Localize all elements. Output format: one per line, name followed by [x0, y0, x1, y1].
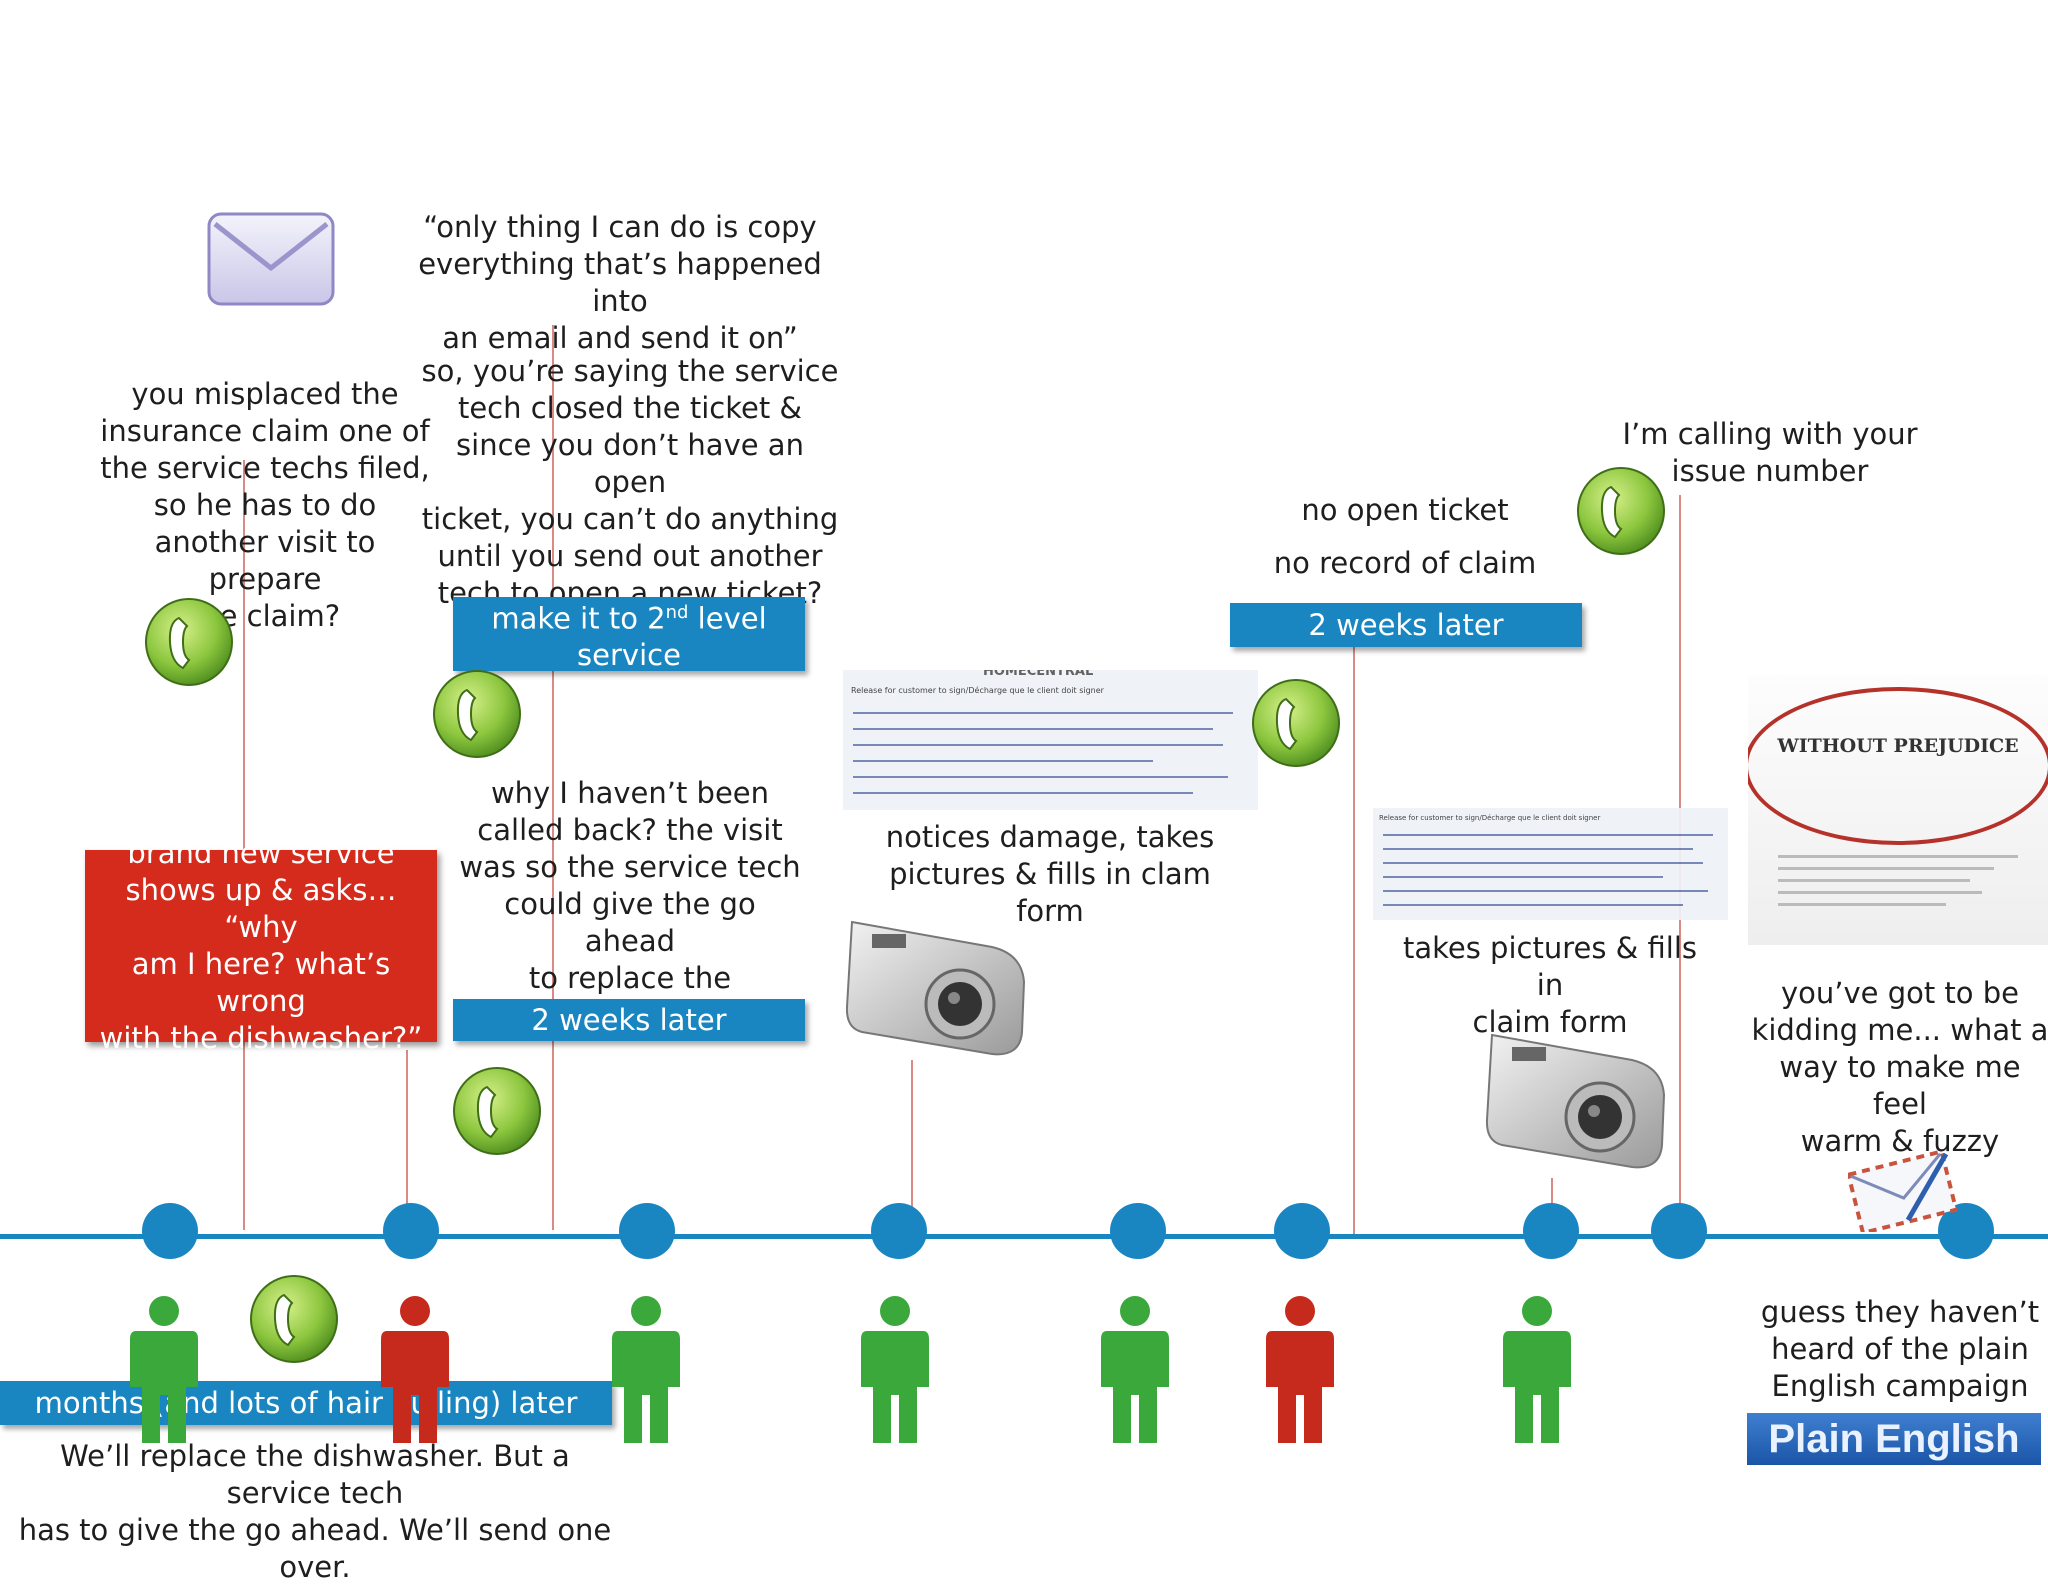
quote-closed-ticket: so, you’re saying the service tech close…	[421, 354, 839, 610]
quote-plain-english-campaign: guess they haven’t heard of the plain En…	[1760, 1295, 2040, 1403]
phone-icon	[453, 1067, 541, 1155]
connector-line	[243, 460, 245, 1230]
camera-icon	[1485, 1033, 1666, 1169]
status-no-open-ticket: no open ticket	[1301, 493, 1509, 527]
second-level-text: make it to 2nd level service	[491, 601, 767, 673]
claim-form-image-2: Release for customer to sign/Décharge qu…	[1373, 808, 1728, 920]
person-icon-green	[130, 1296, 198, 1443]
timeline-node	[1938, 1203, 1994, 1259]
person-icon-green	[1503, 1296, 1571, 1443]
quote-why-not-called: why I haven’t been called back? the visi…	[459, 776, 801, 1032]
second-level-banner: make it to 2nd level service	[453, 597, 805, 672]
form-line-label-2: Release for customer to sign/Décharge qu…	[1379, 814, 1601, 822]
phone-icon	[250, 1275, 338, 1363]
quote-replace-dishwasher: We’ll replace the dishwasher. But a serv…	[18, 1439, 612, 1584]
form-heading: HOMECENTRAL	[983, 670, 1094, 679]
timeline-node	[1651, 1203, 1707, 1259]
timeline-node	[383, 1203, 439, 1259]
timeline-node	[1110, 1203, 1166, 1259]
status-no-record: no record of claim	[1273, 546, 1537, 580]
letter-lines	[1778, 855, 2018, 915]
airmail-envelope-icon	[1848, 1150, 1958, 1232]
phone-icon	[433, 670, 521, 758]
without-prejudice-letter: WITHOUT PREJUDICE	[1748, 675, 2048, 945]
phone-icon	[145, 598, 233, 686]
person-icon-green	[612, 1296, 680, 1443]
months-later-banner: months (and lots of hair pulling) later	[0, 1381, 612, 1425]
two-weeks-later-banner-2: 2 weeks later	[1230, 603, 1582, 647]
connector-line	[1353, 645, 1355, 1235]
connector-line	[406, 1050, 408, 1230]
camera-icon	[845, 920, 1026, 1056]
envelope-icon	[207, 212, 335, 306]
plain-english-logo-text: Plain English	[1768, 1417, 2020, 1461]
connector-line	[552, 325, 554, 1230]
timeline-node	[1274, 1203, 1330, 1259]
timeline-node	[619, 1203, 675, 1259]
timeline-node	[1523, 1203, 1579, 1259]
brand-new-service-box: brand new service shows up & asks… “why …	[85, 836, 437, 1055]
quote-misplaced-claim: you misplaced the insurance claim one of…	[100, 377, 430, 633]
claim-form-image: HOMECENTRAL Release for customer to sign…	[843, 670, 1258, 810]
phone-icon	[1252, 679, 1340, 767]
quote-copy-email: “only thing I can do is copy everything …	[418, 210, 822, 355]
quote-kidding: you’ve got to be kidding me... what a wa…	[1751, 976, 2048, 1158]
quote-calling-issue: I’m calling with your issue number	[1622, 417, 1918, 488]
two-weeks-later-banner-1: 2 weeks later	[453, 999, 805, 1041]
connector-line	[911, 1060, 913, 1230]
quote-takes-pictures: takes pictures & fills in claim form	[1402, 931, 1697, 1039]
person-icon-red	[381, 1296, 449, 1443]
quote-notices-damage: notices damage, takes pictures & fills i…	[885, 820, 1215, 928]
phone-icon	[1577, 467, 1665, 555]
person-icon-red	[1266, 1296, 1334, 1443]
without-prejudice-circle	[1748, 687, 2048, 845]
without-prejudice-text: WITHOUT PREJUDICE	[1777, 735, 2019, 757]
person-icon-green	[861, 1296, 929, 1443]
timeline-axis	[0, 1234, 2048, 1239]
person-icon-green	[1101, 1296, 1169, 1443]
form-line-label: Release for customer to sign/Décharge qu…	[851, 686, 1104, 695]
timeline-node	[871, 1203, 927, 1259]
timeline-node	[142, 1203, 198, 1259]
plain-english-logo: Plain English	[1747, 1413, 2041, 1465]
